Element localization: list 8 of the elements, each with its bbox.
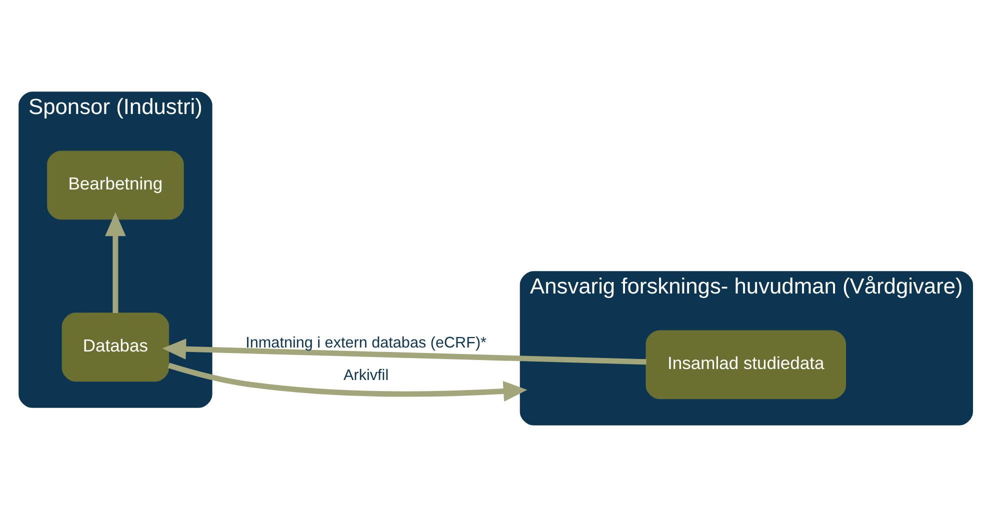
arrow — [162, 338, 646, 364]
arrow — [105, 212, 126, 312]
node-box: Bearbetning — [47, 150, 184, 220]
edge-label: Arkivfil — [344, 366, 389, 384]
node-box: Insamlad studiedata — [646, 330, 846, 399]
node-box: Databas — [62, 312, 170, 382]
edge-label: Inmatning i extern databas (eCRF)* — [246, 334, 487, 351]
arrow — [168, 362, 528, 402]
